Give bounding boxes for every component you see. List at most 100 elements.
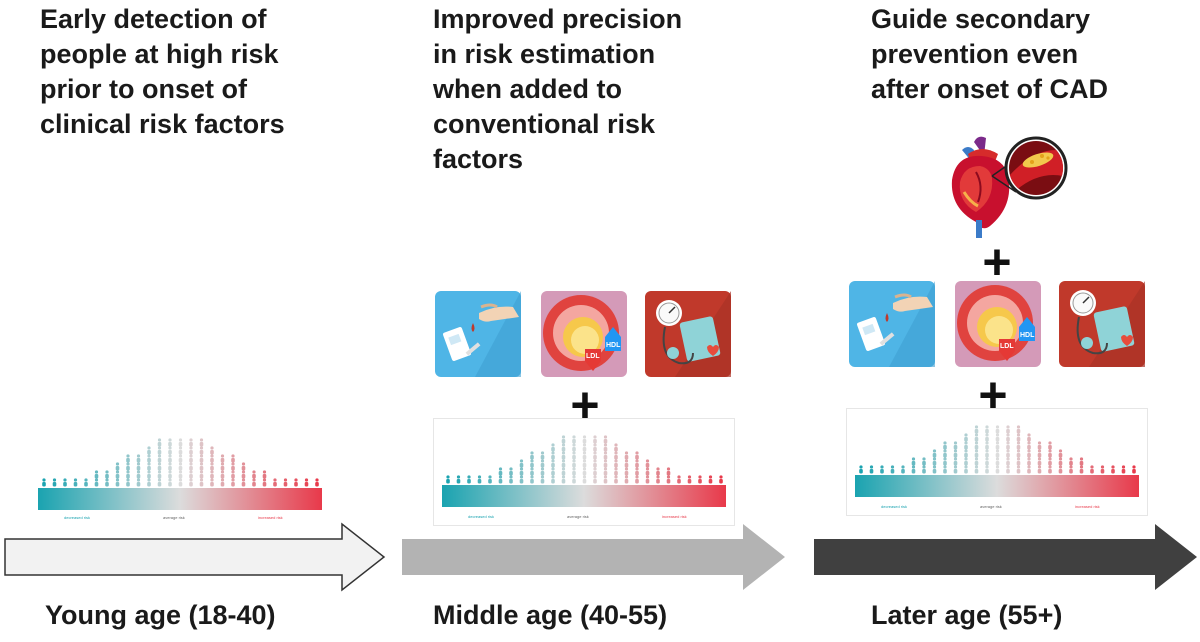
person-icon (932, 465, 937, 474)
person-icon (1058, 465, 1063, 474)
person-icon (231, 454, 235, 463)
person-icon (603, 467, 608, 476)
person-icon (199, 470, 204, 479)
column-3-title: Guide secondary prevention even after on… (871, 4, 1109, 104)
person-icon (614, 459, 618, 468)
person-icon (985, 449, 989, 458)
person-icon (985, 457, 989, 466)
person-icon (635, 451, 639, 460)
person-icon (189, 438, 193, 447)
hdl-label: HDL (606, 342, 621, 349)
person-icon (157, 462, 162, 471)
person-icon (1016, 457, 1021, 466)
blood-pressure-cuff-icon (645, 291, 731, 377)
person-icon (1121, 465, 1126, 474)
person-icon (136, 454, 141, 463)
person-icon (446, 475, 450, 484)
person-icon (220, 470, 225, 479)
person-icon (126, 470, 130, 479)
average-risk-label: average risk (980, 504, 1002, 509)
person-icon (189, 462, 193, 471)
person-icon (220, 462, 225, 471)
person-icon (922, 465, 926, 474)
risk-gradient-bar (38, 488, 322, 510)
increased-risk-label: increased risk (662, 514, 687, 519)
stage-arrow-young (4, 522, 386, 592)
ldl-label: LDL (1000, 343, 1014, 350)
person-icon (624, 475, 629, 484)
person-icon (231, 478, 235, 487)
blood-pressure-cuff-icon (1059, 281, 1145, 367)
person-icon (1006, 457, 1010, 466)
person-icon (1006, 425, 1010, 434)
person-icon (178, 478, 183, 487)
person-icon (1016, 441, 1021, 450)
person-icon (995, 449, 1000, 458)
person-icon (995, 425, 1000, 434)
person-icon (94, 470, 99, 479)
person-icon (635, 459, 639, 468)
person-icon (199, 462, 204, 471)
person-icon (530, 451, 534, 460)
person-icon (593, 459, 597, 468)
stage-label-middle: Middle age (40-55) (433, 600, 668, 630)
person-icon (582, 451, 587, 460)
person-icon (189, 454, 193, 463)
person-icon (105, 470, 109, 479)
person-icon (551, 475, 555, 484)
person-icon (530, 459, 534, 468)
person-icon (985, 433, 989, 442)
ldl-label: LDL (586, 353, 600, 360)
stage-arrow-middle (401, 522, 787, 592)
person-icon (603, 475, 608, 484)
person-icon (614, 451, 618, 460)
person-icon (666, 475, 671, 484)
person-icon (168, 462, 172, 471)
person-icon (63, 478, 67, 487)
person-icon (551, 467, 555, 476)
person-icon (614, 467, 618, 476)
person-icon (869, 465, 874, 474)
person-icon (540, 459, 545, 468)
person-icon (1058, 449, 1063, 458)
person-icon (1090, 465, 1094, 474)
hdl-label: HDL (1020, 332, 1035, 339)
person-icon (1006, 433, 1010, 442)
person-icon (241, 462, 246, 471)
person-icon (974, 457, 979, 466)
person-icon (582, 475, 587, 484)
person-icon (157, 438, 162, 447)
person-icon (561, 451, 566, 460)
person-icon (551, 451, 555, 460)
person-icon (540, 451, 545, 460)
person-icon (1048, 465, 1052, 474)
stage-label-young: Young age (18-40) (45, 600, 276, 630)
person-icon (315, 478, 319, 487)
person-icon (304, 478, 309, 487)
person-icon (551, 443, 555, 452)
person-icon (126, 454, 130, 463)
person-icon (572, 467, 576, 476)
person-icon (943, 465, 947, 474)
person-icon (467, 475, 471, 484)
person-icon (189, 470, 193, 479)
person-icon (105, 478, 109, 487)
person-icon (1037, 465, 1042, 474)
decreased-risk-label: decreased risk (64, 515, 91, 520)
person-icon (719, 475, 723, 484)
heart-plaque-icon (946, 132, 1068, 240)
person-icon (1048, 449, 1052, 458)
person-icon (73, 478, 78, 487)
person-icon (294, 478, 298, 487)
person-icon (157, 454, 162, 463)
person-icon (859, 465, 863, 474)
person-icon (498, 475, 503, 484)
person-icon (582, 467, 587, 476)
person-icon (530, 467, 534, 476)
person-icon (964, 457, 968, 466)
person-icon (1058, 457, 1063, 466)
increased-risk-label: increased risk (258, 515, 283, 520)
plus-sign: + (982, 234, 1012, 290)
person-icon (168, 446, 172, 455)
person-icon (656, 475, 660, 484)
